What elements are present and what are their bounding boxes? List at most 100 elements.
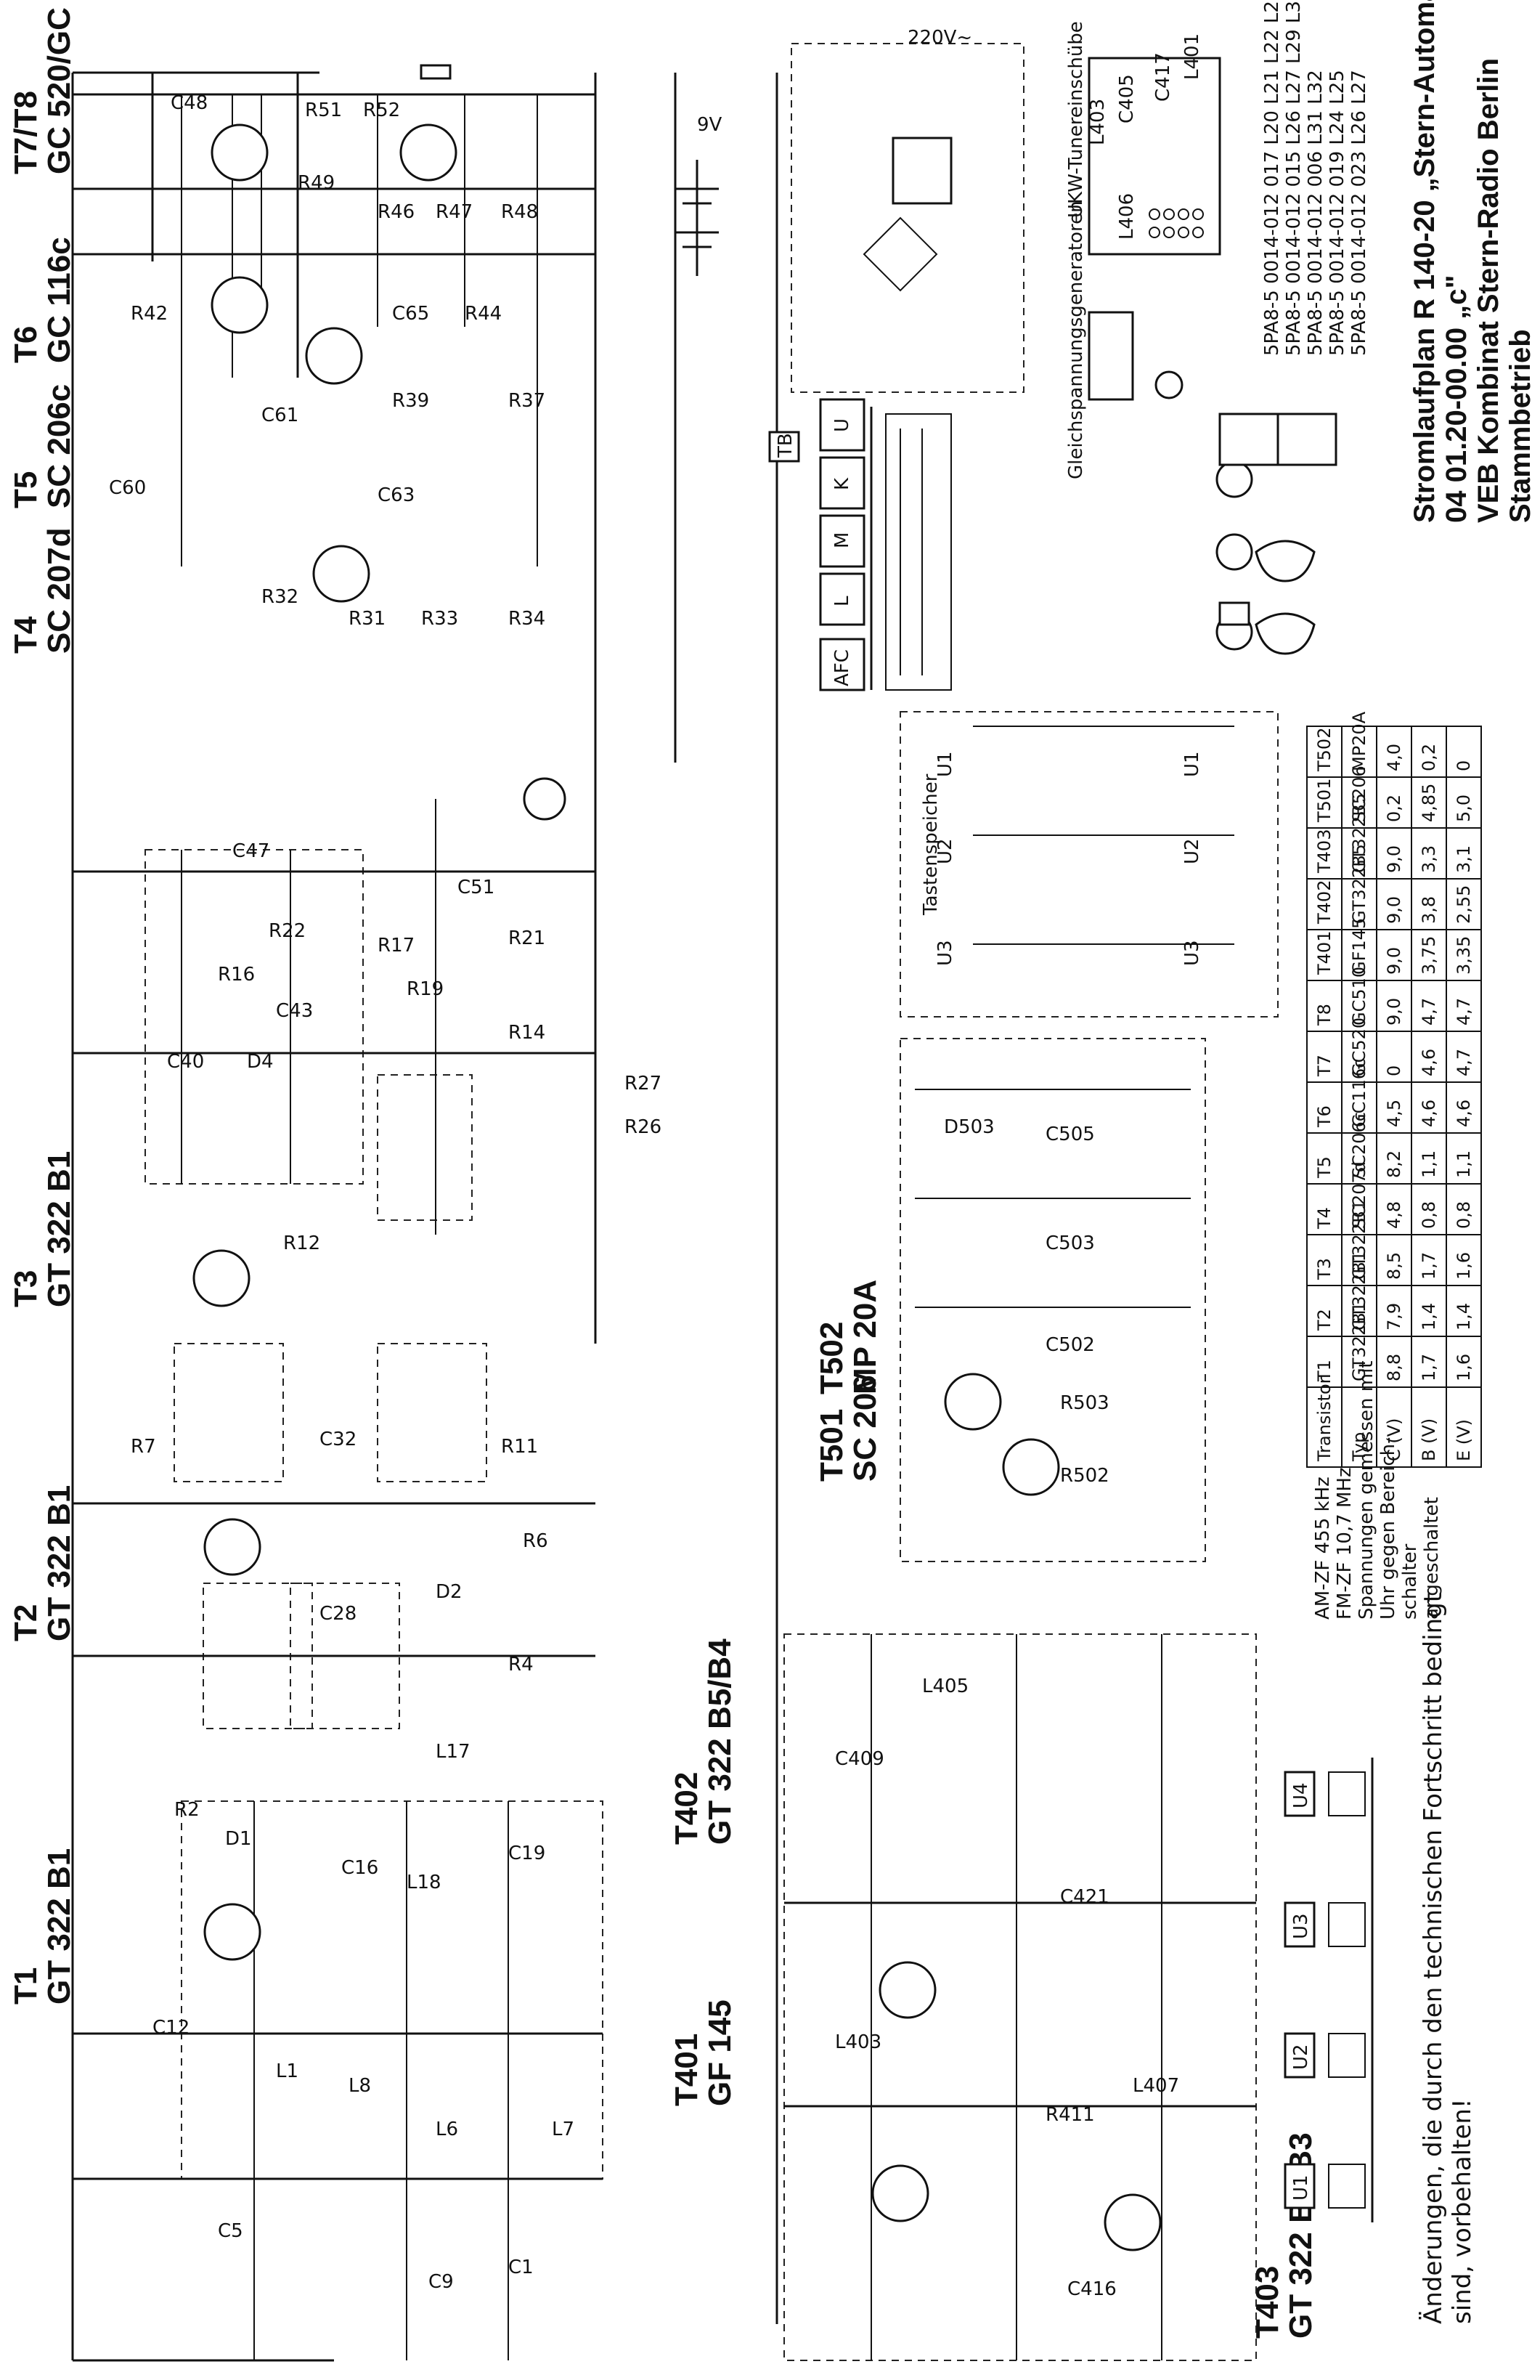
- svg-text:R411: R411: [1046, 2104, 1095, 2126]
- table-cell: 3,75: [1419, 936, 1439, 975]
- svg-text:C503: C503: [1046, 1232, 1095, 1254]
- svg-text:R32: R32: [261, 586, 298, 608]
- transistor-t4-symbol: [312, 545, 370, 603]
- diode-array: [1088, 311, 1134, 401]
- svg-text:C61: C61: [261, 405, 298, 426]
- svg-text:C9: C9: [428, 2271, 454, 2293]
- svg-text:R22: R22: [269, 920, 306, 942]
- u-key-4-label: U4: [1290, 1782, 1312, 1808]
- table-cell: SC206: [1349, 765, 1369, 822]
- svg-text:C409: C409: [835, 1748, 884, 1770]
- svg-text:C48: C48: [171, 92, 208, 114]
- note-line-5: schalter: [1399, 1543, 1421, 1620]
- svg-text:L18: L18: [407, 1872, 441, 1893]
- svg-text:D4: D4: [247, 1051, 274, 1073]
- label-t3-id: T3: [8, 1270, 44, 1307]
- svg-text:R2: R2: [174, 1799, 200, 1821]
- table-cell: 9,0: [1384, 998, 1404, 1025]
- label-t2-type: GT 322 B1: [41, 1485, 77, 1641]
- svg-text:C417: C417: [1152, 52, 1174, 102]
- audio-amplifier: C48 R51 R52 R49 R46 R47 R48 R42 C65 R44 …: [73, 64, 595, 630]
- svg-text:C32: C32: [319, 1429, 357, 1450]
- ratio-detector-box: [144, 849, 364, 1185]
- coil-code-3: 5PA8-5 0014-012 006 L31 L32: [1305, 70, 1327, 356]
- tuner-module: [1088, 57, 1221, 256]
- table-cell: GT322B1: [1349, 1200, 1369, 1280]
- table-cell: 4,7: [1454, 998, 1474, 1025]
- svg-text:L8: L8: [349, 2075, 371, 2097]
- filter-box: [377, 1074, 473, 1221]
- svg-text:C51: C51: [457, 877, 494, 898]
- table-cell: 1,1: [1419, 1150, 1439, 1178]
- socket-shape-b: [1255, 612, 1316, 655]
- key-m: [819, 514, 865, 568]
- label-t403-id: T403: [1250, 2266, 1285, 2339]
- table-cell: GC510: [1349, 967, 1369, 1025]
- svg-text:R37: R37: [508, 390, 545, 412]
- socket-legend: Gleichspannungsgeneratoren 5PA8-5 0014-0…: [1065, 0, 1370, 655]
- label-t502-id: T502: [814, 1322, 850, 1394]
- battery-label: 9V: [697, 114, 722, 136]
- transistor-t1-symbol: [203, 1903, 261, 1961]
- svg-text:L405: L405: [922, 1676, 969, 1697]
- svg-text:C505: C505: [1046, 1124, 1095, 1145]
- key-l: [819, 572, 865, 626]
- switch-contacts: [885, 413, 952, 691]
- table-cell: 4,0: [1384, 744, 1404, 771]
- u-key-1-label: U1: [1290, 2174, 1312, 2201]
- svg-text:R17: R17: [378, 935, 415, 957]
- table-cell: 0,2: [1384, 795, 1404, 822]
- transistor-t403-symbol: [1104, 2193, 1162, 2251]
- table-cell: GF145: [1349, 918, 1369, 975]
- transistor-t7-symbol: [211, 123, 269, 182]
- svg-text:L407: L407: [1133, 2075, 1179, 2097]
- svg-text:L6: L6: [436, 2119, 458, 2140]
- table-cell: SC207d: [1349, 1161, 1369, 1229]
- table-header-cell: T402: [1314, 880, 1335, 925]
- transformer-tr301: [892, 137, 953, 205]
- svg-text:C502: C502: [1046, 1334, 1095, 1356]
- table-cell: 2,55: [1454, 885, 1474, 924]
- label-t402-type: GT 322 B5/B4: [702, 1638, 738, 1845]
- u-key-2-label: U2: [1290, 2044, 1312, 2070]
- svg-text:C405: C405: [1116, 74, 1138, 123]
- table-cell: MP20A: [1349, 711, 1369, 771]
- svg-text:C47: C47: [232, 840, 269, 862]
- label-t502-type: MP 20A: [847, 1280, 883, 1394]
- table-header-cell: T2: [1314, 1309, 1335, 1331]
- footnote: Änderungen, die durch den technischen Fo…: [1419, 1593, 1477, 2324]
- key-l-label: L: [831, 596, 853, 606]
- if-demodulator-section: C47 R22 R16 C43 C40 D4 R17 R19 C51 R21 R…: [73, 777, 661, 1307]
- label-t1-type: GT 322 B1: [41, 1848, 77, 2005]
- speaker-symbol: [420, 64, 452, 80]
- label-t401-type: GF 145: [702, 1999, 738, 2106]
- table-cell: 1,6: [1454, 1252, 1474, 1280]
- table-header-cell: T6: [1314, 1105, 1335, 1128]
- table-header-cell: T3: [1314, 1258, 1335, 1280]
- svg-text:R4: R4: [508, 1654, 534, 1676]
- label-t5-type: SC 206c: [41, 384, 77, 508]
- svg-text:C416: C416: [1067, 2278, 1117, 2300]
- key-k-label: K: [831, 477, 853, 490]
- afc-box: [900, 1038, 1206, 1562]
- svg-text:C40: C40: [167, 1051, 204, 1073]
- fm-tuner-box: [783, 1633, 1257, 2361]
- table-cell: 3,3: [1419, 845, 1439, 873]
- label-t501-id: T501: [814, 1409, 850, 1482]
- key-tb-label: TB: [775, 433, 797, 458]
- table-cell: 4,85: [1419, 784, 1439, 822]
- svg-text:R16: R16: [218, 964, 255, 986]
- table-cell: 4,7: [1419, 998, 1439, 1025]
- table-cell: GT322B5: [1349, 844, 1369, 924]
- table-row-label: C (V): [1384, 1418, 1404, 1461]
- table-cell: 0,2: [1419, 744, 1439, 771]
- svg-text:D503: D503: [944, 1116, 995, 1138]
- table-cell: 1,1: [1454, 1150, 1474, 1178]
- socket-shape-a: [1255, 540, 1316, 582]
- svg-text:R7: R7: [131, 1436, 156, 1458]
- table-cell: 0,8: [1419, 1201, 1439, 1229]
- socket-gf145: [1215, 533, 1253, 571]
- key-afc: [819, 638, 865, 691]
- table-header-cell: T1: [1314, 1360, 1335, 1382]
